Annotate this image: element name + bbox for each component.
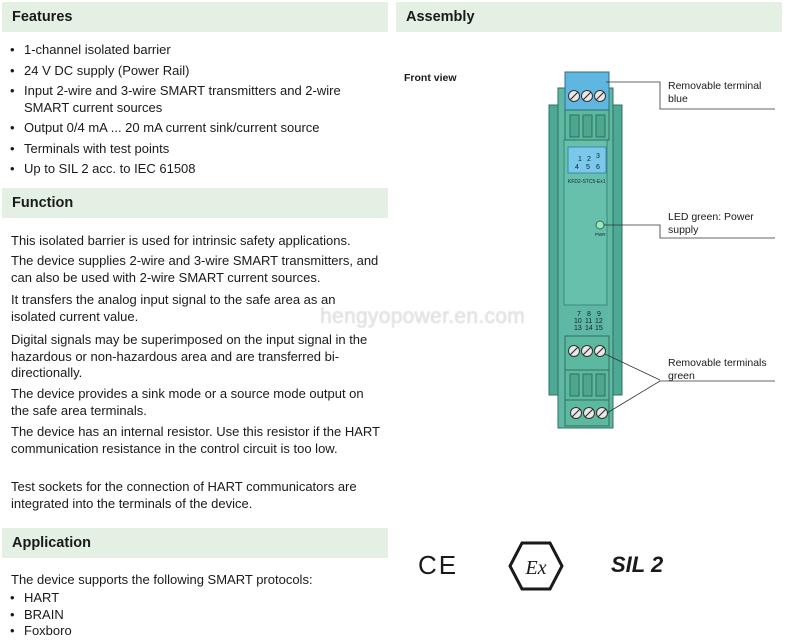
screw-slot [582,91,592,101]
terminal-number: 12 [595,318,603,325]
screw-slot [597,408,607,418]
blue-number-label [567,146,607,174]
screw-slot [595,91,605,101]
feature-item: 24 V DC supply (Power Rail) [10,63,382,80]
function-title: Function [12,195,74,211]
svg-text:Ex: Ex [524,557,546,579]
device-face [563,139,608,306]
green-terminal-upper [564,335,610,371]
application-intro: The device supports the following SMART … [11,572,313,587]
terminal-number: 5 [586,164,590,171]
callout-led-green: LED green: Power supply [668,211,754,236]
screw-icon [583,407,595,419]
model-label: KFD2-STC5-Ex1 [568,179,606,185]
function-paragraph: The device supplies 2-wire and 3-wire SM… [11,253,379,285]
protocol-item: BRAIN [10,607,382,624]
protocol-item: HART [10,590,382,607]
features-title: Features [12,9,73,25]
callout-terminals-green: Removable terminals green [668,357,767,382]
sil-mark: SIL 2 [611,552,664,577]
screw-icon [581,90,593,102]
terminal-number: 10 [574,318,582,325]
function-header: Function [2,188,388,218]
screw-slot [569,91,579,101]
terminal-block-slot [582,114,593,138]
front-view-label: Front view [404,72,457,84]
terminal-number: 7 [577,311,581,318]
screw-slot [584,408,594,418]
terminal-block-slot [582,373,593,397]
screw-slot [595,346,605,356]
screw-icon [594,90,606,102]
screw-slot [571,408,581,418]
application-header: Application [2,528,388,558]
blue-terminal [564,71,610,111]
terminal-number: 14 [585,325,593,332]
pwr-label: PWR [595,232,606,237]
feature-item: Output 0/4 mA ... 20 mA current sink/cur… [10,120,382,137]
callout-line-green-2 [606,380,775,414]
terminal-number: 4 [575,164,579,171]
features-header: Features [2,2,388,32]
function-paragraph: Test sockets for the connection of HART … [11,479,357,511]
feature-item: Input 2-wire and 3-wire SMART transmitte… [10,83,382,116]
screw-icon [594,345,606,357]
ce-mark: CE [418,550,459,580]
function-paragraph: Digital signals may be superimposed on t… [11,332,368,380]
green-terminal-middle [564,369,610,401]
assembly-title: Assembly [406,9,475,25]
terminal-number: 13 [574,325,582,332]
callout-terminal-blue: Removable terminal blue [668,80,762,105]
application-title: Application [12,535,91,551]
feature-item: Terminals with test points [10,141,382,158]
function-paragraph: It transfers the analog input signal to … [11,292,336,324]
screw-icon [596,407,608,419]
feature-item: Up to SIL 2 acc. to IEC 61508 [10,161,382,178]
assembly-header: Assembly [396,2,782,32]
rail-left [548,104,559,396]
features-list: 1-channel isolated barrier 24 V DC suppl… [10,42,382,182]
callout-line-green-1 [604,353,661,381]
blue-terminal-base [564,109,610,141]
terminal-block-slot [569,373,580,397]
function-paragraph: This isolated barrier is used for intrin… [11,233,351,248]
function-paragraph: The device provides a sink mode or a sou… [11,386,364,418]
terminal-block-slot [595,373,606,397]
terminal-number: 9 [597,311,601,318]
terminal-number: 6 [596,164,600,171]
screw-slot [582,346,592,356]
ex-mark-icon: Ex [508,541,564,591]
screw-slot [569,346,579,356]
terminal-number: 8 [587,311,591,318]
screw-icon [581,345,593,357]
application-list: HART BRAIN Foxboro [10,590,382,640]
terminal-number: 1 [578,156,582,163]
screw-icon [568,90,580,102]
screw-icon [570,407,582,419]
feature-item: 1-channel isolated barrier [10,42,382,59]
device-body [557,87,614,429]
terminal-number: 15 [595,325,603,332]
green-terminal-lower [564,399,610,427]
led-icon [595,220,605,230]
protocol-item: Foxboro [10,623,382,640]
watermark: hengyopower.en.com [320,305,526,328]
rail-right [612,104,623,396]
screw-icon [568,345,580,357]
terminal-number: 2 [587,156,591,163]
terminal-number: 3 [596,153,600,160]
terminal-block-slot [595,114,606,138]
terminal-block-slot [569,114,580,138]
terminal-number: 11 [585,318,592,325]
function-paragraph: The device has an internal resistor. Use… [11,424,380,456]
